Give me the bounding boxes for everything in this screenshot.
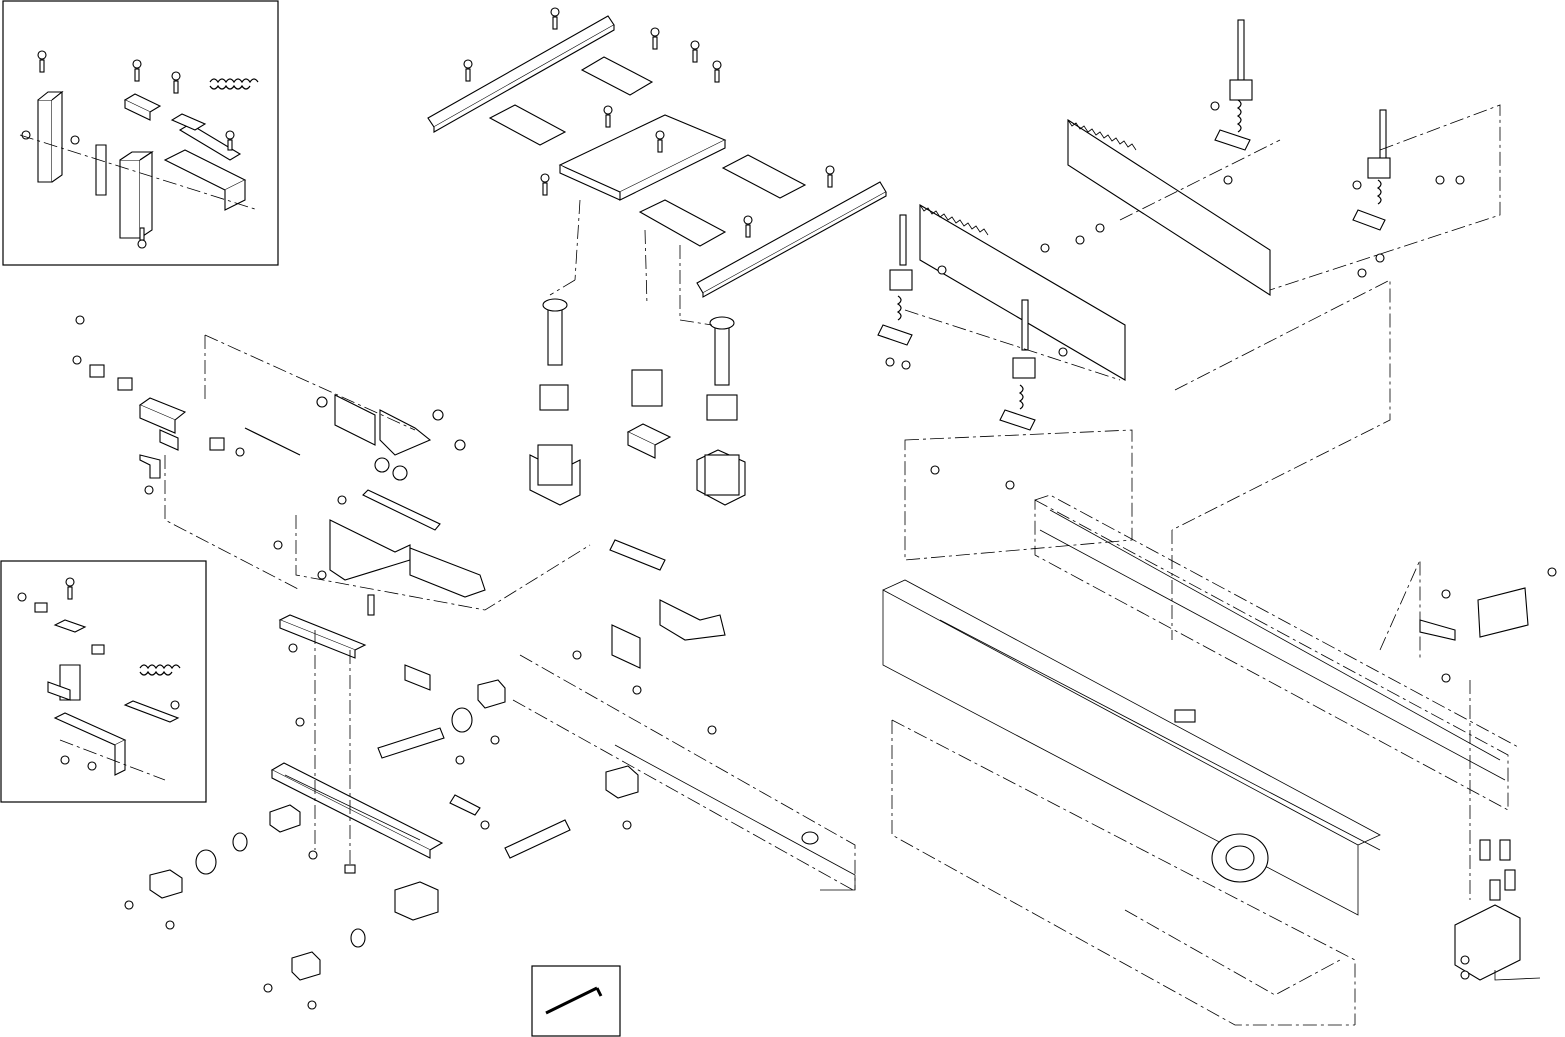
inset-lower-left [1, 561, 206, 802]
inset-upper-left [3, 1, 278, 265]
comb-plate-assembly [878, 20, 1500, 560]
main-frame [883, 280, 1556, 1025]
side-plate [513, 540, 855, 890]
inset-tool-detail [532, 966, 620, 1036]
scale-bracket-assembly [274, 490, 590, 610]
top-frame-assembly [428, 8, 886, 505]
